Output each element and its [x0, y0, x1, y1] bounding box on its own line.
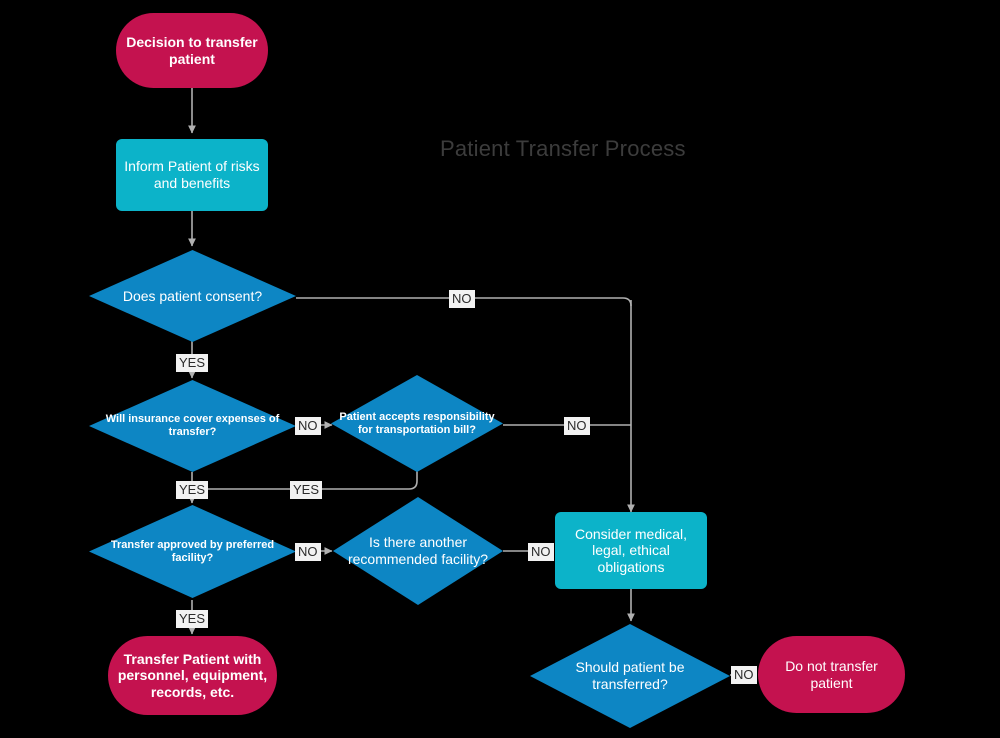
edge-consent-no-line [296, 297, 632, 307]
edge-label-insurance-yes: YES [176, 481, 209, 499]
edge-label-consent-no: NO [449, 290, 475, 308]
node-consider-obligations[interactable]: Consider medical, legal, ethical obligat… [555, 512, 707, 589]
node-patient-accepts-responsibility[interactable]: Patient accepts responsibility for trans… [331, 375, 503, 472]
node-transfer-patient-label: Transfer Patient with personnel, equipme… [117, 650, 268, 700]
edge-label-responsible-yes: YES [290, 481, 323, 499]
node-transfer-patient[interactable]: Transfer Patient with personnel, equipme… [108, 636, 277, 715]
node-will-insurance-cover-label: Will insurance cover expenses of transfe… [105, 413, 280, 438]
edge-label-should-no: NO [731, 666, 757, 684]
node-consider-obligations-label: Consider medical, legal, ethical obligat… [574, 525, 688, 575]
node-transfer-approved[interactable]: Transfer approved by preferred facility? [89, 505, 296, 598]
edge-responsible-yes-line [200, 471, 418, 490]
node-should-patient-be-transferred-label: Should patient be transferred? [575, 659, 685, 692]
node-another-facility-label: Is there another recommended facility? [347, 534, 489, 567]
node-start-label: Decision to transfer patient [126, 33, 258, 67]
node-start[interactable]: Decision to transfer patient [116, 13, 268, 88]
node-should-patient-be-transferred[interactable]: Should patient be transferred? [530, 624, 730, 728]
node-does-patient-consent-label: Does patient consent? [122, 287, 263, 304]
edge-label-responsible-no: NO [564, 417, 590, 435]
node-another-facility[interactable]: Is there another recommended facility? [333, 497, 503, 605]
edge-label-approved-yes: YES [176, 610, 209, 628]
node-does-patient-consent[interactable]: Does patient consent? [89, 250, 296, 342]
node-will-insurance-cover[interactable]: Will insurance cover expenses of transfe… [89, 380, 296, 472]
node-transfer-approved-label: Transfer approved by preferred facility? [110, 538, 275, 564]
edge-label-consent-yes: YES [176, 354, 209, 372]
edge-label-another-no: NO [528, 543, 554, 561]
node-inform-patient[interactable]: Inform Patient of risks and benefits [116, 139, 268, 211]
edge-label-insurance-no: NO [295, 417, 321, 435]
edge-label-approved-no: NO [295, 543, 321, 561]
node-do-not-transfer-label: Do not transfer patient [785, 657, 878, 691]
page-title: Patient Transfer Process [440, 136, 686, 161]
node-inform-patient-label: Inform Patient of risks and benefits [124, 158, 260, 191]
node-patient-accepts-responsibility-label: Patient accepts responsibility for trans… [339, 410, 495, 436]
node-do-not-transfer[interactable]: Do not transfer patient [758, 636, 905, 713]
